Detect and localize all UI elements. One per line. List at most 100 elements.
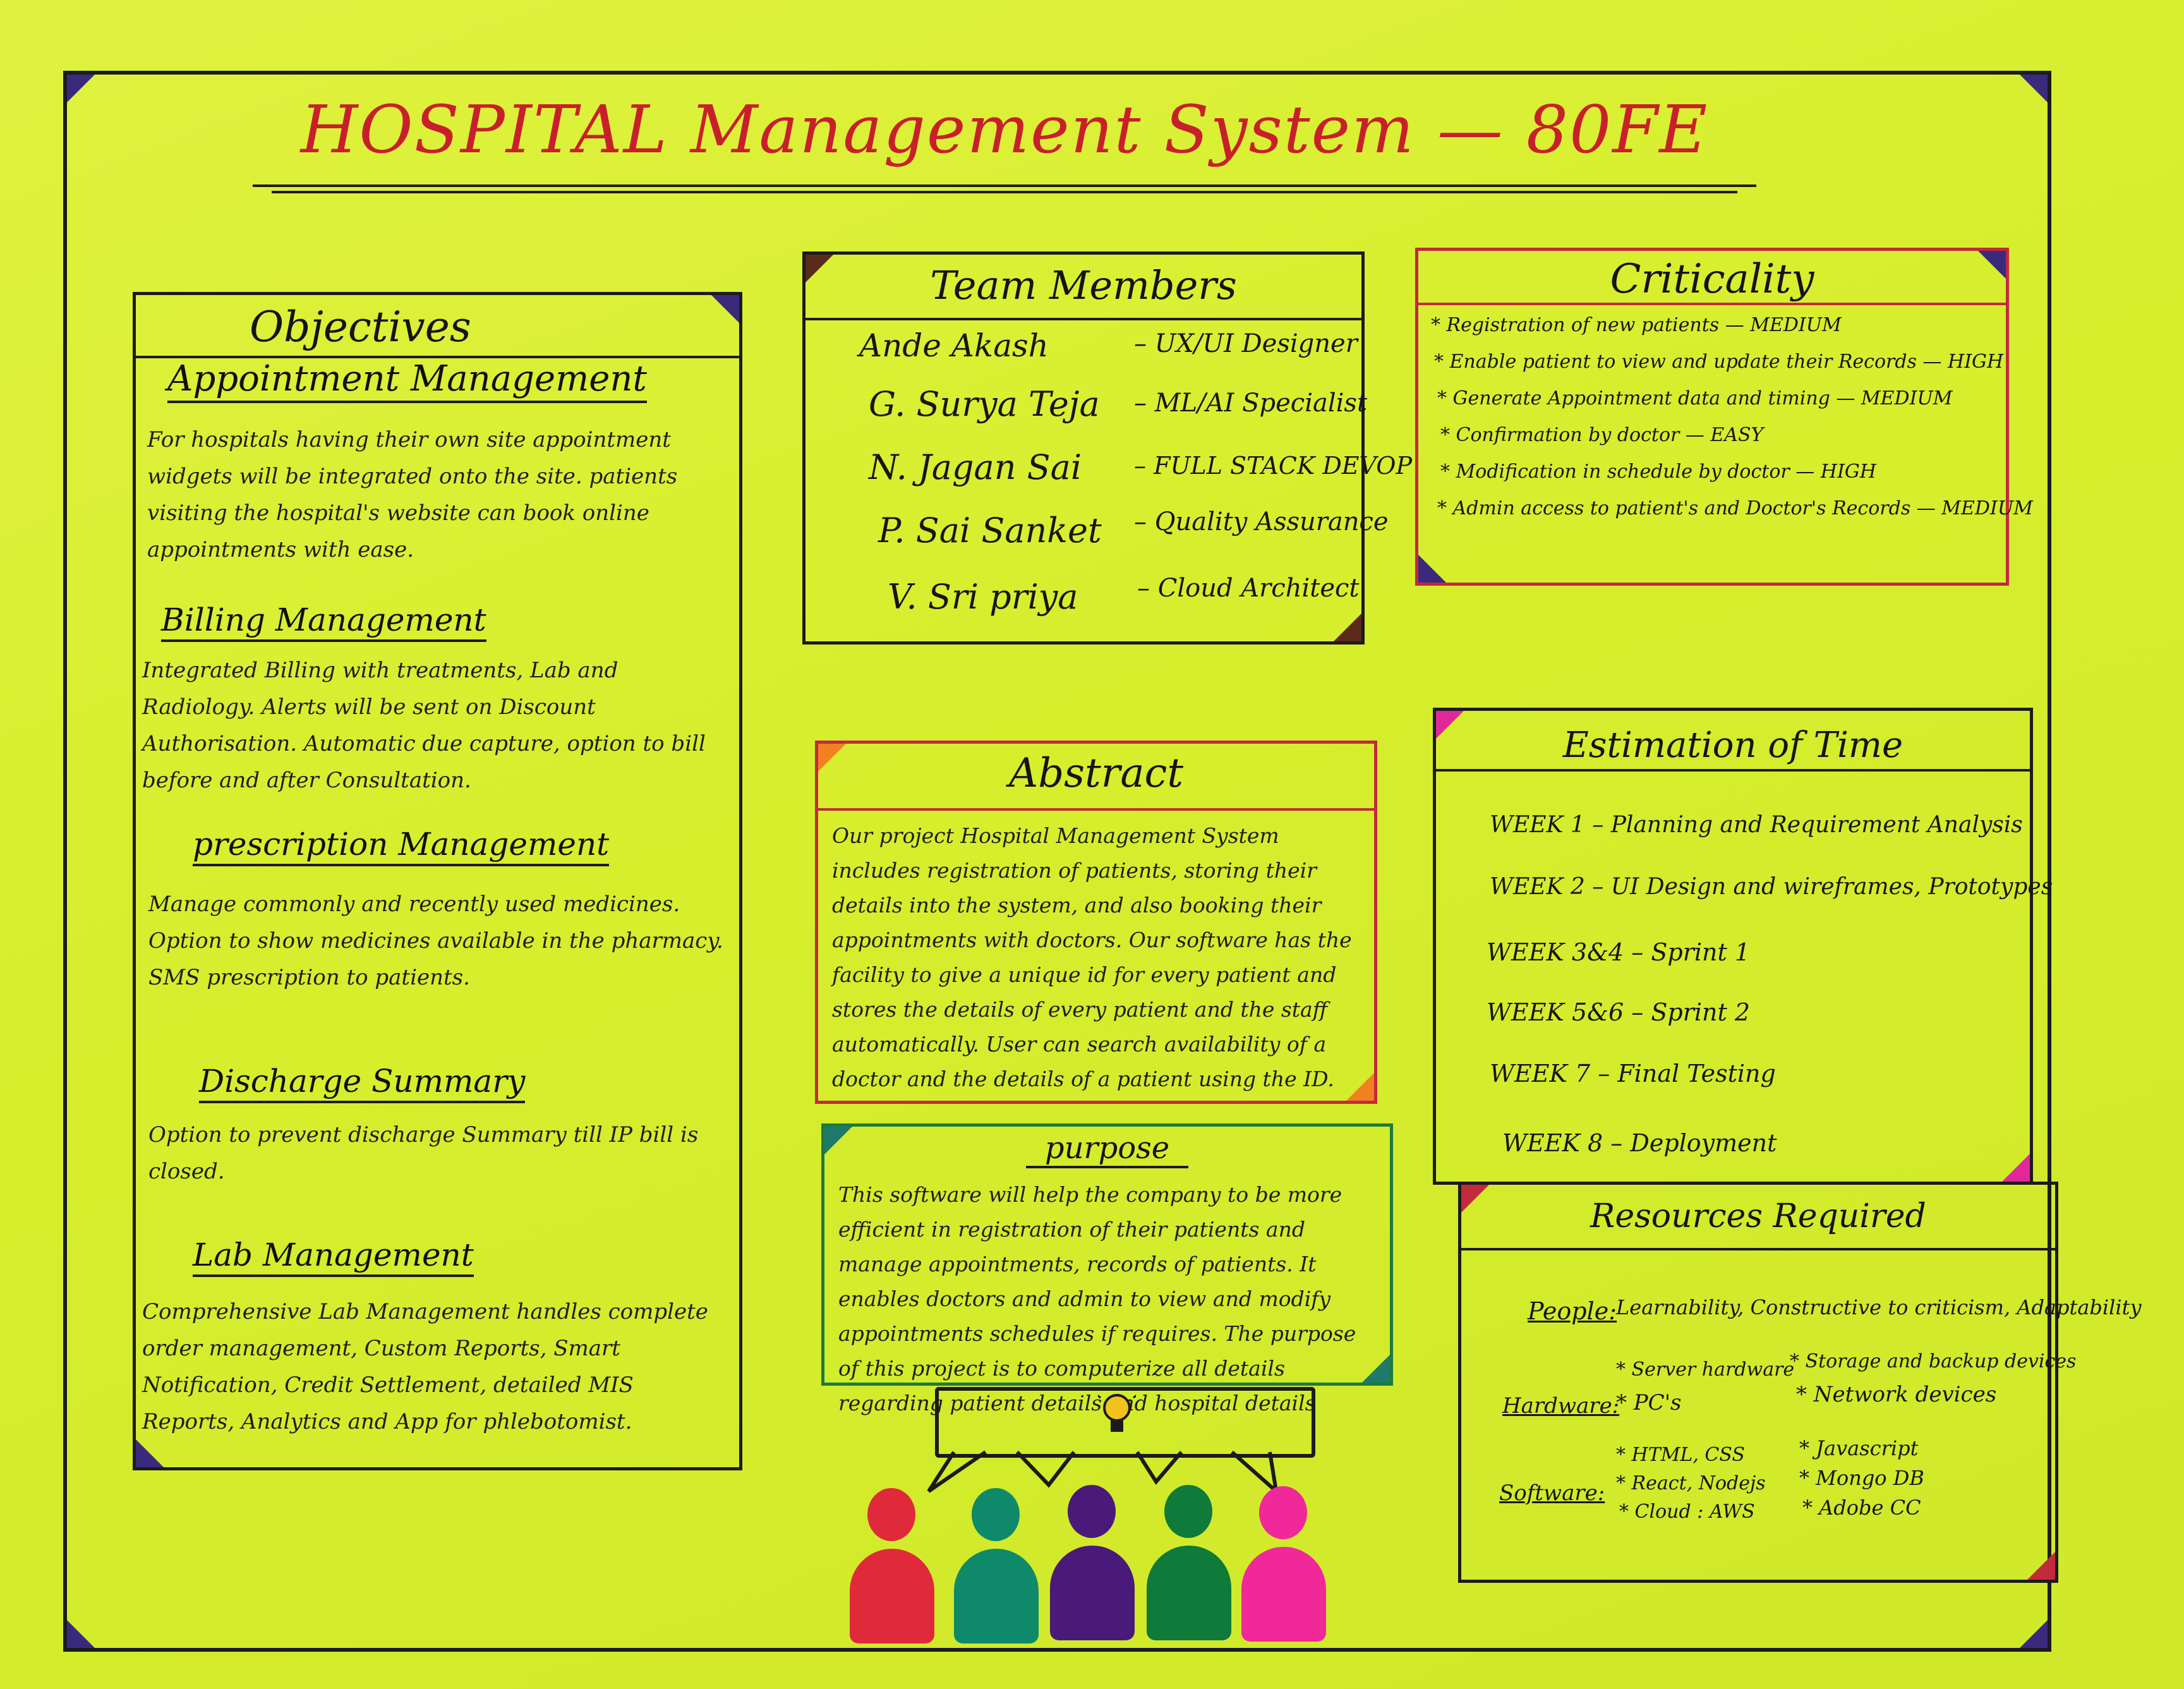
member-name: Ande Akash <box>859 327 1049 364</box>
discharge-summary-heading: Discharge Summary <box>199 1063 526 1103</box>
member-name: P. Sai Sanket <box>878 511 1102 550</box>
software-item: * Cloud : AWS <box>1619 1501 1755 1523</box>
estimation-row: WEEK 7 – Final Testing <box>1490 1060 1776 1087</box>
corner-decoration <box>1362 1355 1390 1383</box>
bubble-tail <box>1231 1450 1279 1496</box>
corner-decoration <box>711 295 739 323</box>
abstract-text: Our project Hospital Management System i… <box>832 823 1352 1091</box>
corner-decoration <box>2002 1154 2030 1182</box>
corner-decoration <box>1334 614 1361 641</box>
team-members-heading: Team Members <box>930 262 1237 308</box>
estimation-row: WEEK 1 – Planning and Requirement Analys… <box>1490 812 2023 838</box>
person-body <box>1147 1546 1231 1640</box>
estimation-row: WEEK 2 – UI Design and wireframes, Proto… <box>1490 874 2053 900</box>
criticality-item: * Registration of new patients — MEDIUM <box>1431 314 1842 336</box>
bubble-tail <box>1015 1450 1076 1488</box>
lab-management-heading: Lab Management <box>193 1237 474 1277</box>
software-label: Software: <box>1499 1480 1605 1506</box>
corner-decoration <box>2020 75 2048 102</box>
person-head <box>972 1488 1020 1541</box>
objectives-heading: Objectives <box>250 303 471 351</box>
bubble-tail <box>927 1450 987 1493</box>
estimation-panel: Estimation of Time WEEK 1 – Planning and… <box>1433 708 2053 1185</box>
person-body <box>850 1549 934 1644</box>
poster-frame <box>63 71 2051 1652</box>
corner-decoration <box>1418 555 1446 583</box>
member-role: – Cloud Architect <box>1137 574 1360 603</box>
abstract-panel: Abstract Our project Hospital Management… <box>815 741 1377 1104</box>
abstract-heading: Abstract <box>1008 750 1184 797</box>
bubble-tail <box>1135 1451 1183 1486</box>
title-underline <box>272 191 1737 193</box>
people-label: People: <box>1528 1297 1617 1325</box>
corner-decoration <box>1978 251 2006 279</box>
hardware-item: * Server hardware <box>1616 1359 1795 1381</box>
person-head <box>867 1488 915 1541</box>
hardware-item: * Network devices <box>1796 1382 1997 1407</box>
prescription-management-heading: prescription Management <box>193 826 610 866</box>
criticality-item: * Enable patient to view and update thei… <box>1434 351 2004 373</box>
criticality-panel: Criticality * Registration of new patien… <box>1415 248 2033 586</box>
purpose-heading-text: purpose <box>1025 1130 1189 1168</box>
criticality-item: * Admin access to patient's and Doctor's… <box>1437 497 2033 519</box>
corner-decoration <box>67 1620 95 1648</box>
person-figure-purple <box>1050 1485 1138 1646</box>
corner-decoration <box>136 1439 164 1467</box>
member-role: – FULL STACK DEVOP <box>1134 452 1413 480</box>
corner-decoration <box>67 75 95 102</box>
billing-management-text: Integrated Billing with treatments, Lab … <box>142 658 706 793</box>
corner-decoration <box>805 255 833 282</box>
team-members-panel: Team Members Ande Akash – UX/UI Designer… <box>802 251 1412 645</box>
poster-title: HOSPITAL Management System — 80FE <box>300 91 1709 168</box>
corner-decoration <box>2020 1620 2048 1648</box>
person-figure-teal <box>954 1488 1042 1646</box>
prescription-management-text: Manage commonly and recently used medici… <box>148 892 723 990</box>
person-figure-pink <box>1241 1486 1330 1646</box>
people-text: Learnability, Constructive to criticism,… <box>1616 1295 2142 1319</box>
discharge-summary-text: Option to prevent discharge Summary till… <box>148 1122 699 1184</box>
member-name: G. Surya Teja <box>869 384 1100 424</box>
software-item: * Mongo DB <box>1799 1466 1924 1490</box>
member-role: – ML/AI Specialist <box>1134 389 1368 418</box>
person-figure-red <box>850 1488 938 1646</box>
heading-rule <box>805 318 1361 320</box>
heading-rule <box>1436 769 2030 772</box>
heading-rule <box>136 356 739 358</box>
purpose-text: This software will help the company to b… <box>838 1182 1356 1415</box>
corner-decoration <box>1346 1073 1374 1101</box>
person-body <box>954 1549 1039 1644</box>
criticality-heading: Criticality <box>1610 256 1814 303</box>
lab-management-text: Comprehensive Lab Management handles com… <box>142 1299 708 1434</box>
person-body <box>1241 1547 1326 1642</box>
software-item: * Javascript <box>1799 1436 1919 1460</box>
estimation-heading: Estimation of Time <box>1562 725 1903 766</box>
speech-bubble-tails <box>927 1450 1279 1496</box>
appointment-management-text: For hospitals having their own site appo… <box>147 427 678 562</box>
corner-decoration <box>824 1127 852 1154</box>
resources-panel: Resources Required People: Learnability,… <box>1458 1182 2142 1583</box>
appointment-management-heading: Appointment Management <box>167 358 647 403</box>
member-role: – Quality Assurance <box>1134 507 1389 536</box>
corner-decoration <box>1436 711 1464 739</box>
resources-heading: Resources Required <box>1590 1197 1926 1235</box>
person-figure-green <box>1147 1485 1235 1646</box>
person-body <box>1050 1546 1135 1640</box>
poster-title-block: HOSPITAL Management System — 80FE <box>253 82 1756 196</box>
speech-bubble <box>935 1387 1315 1458</box>
criticality-item: * Generate Appointment data and timing —… <box>1437 387 1953 409</box>
estimation-row: WEEK 5&6 – Sprint 2 <box>1487 998 1751 1026</box>
person-head <box>1164 1485 1212 1538</box>
hardware-item: * Storage and backup devices <box>1790 1350 2077 1372</box>
objectives-panel: Objectives Appointment Management For ho… <box>133 292 742 1470</box>
billing-management-heading: Billing Management <box>161 602 486 642</box>
corner-decoration <box>2027 1552 2055 1580</box>
corner-decoration <box>818 744 846 772</box>
person-head <box>1068 1485 1116 1538</box>
hardware-item: * PC's <box>1616 1390 1682 1415</box>
software-item: * React, Nodejs <box>1616 1472 1766 1494</box>
purpose-heading: purpose <box>824 1130 1390 1168</box>
criticality-item: * Confirmation by doctor — EASY <box>1440 424 1764 446</box>
member-role: – UX/UI Designer <box>1134 329 1358 358</box>
person-head <box>1259 1486 1307 1539</box>
